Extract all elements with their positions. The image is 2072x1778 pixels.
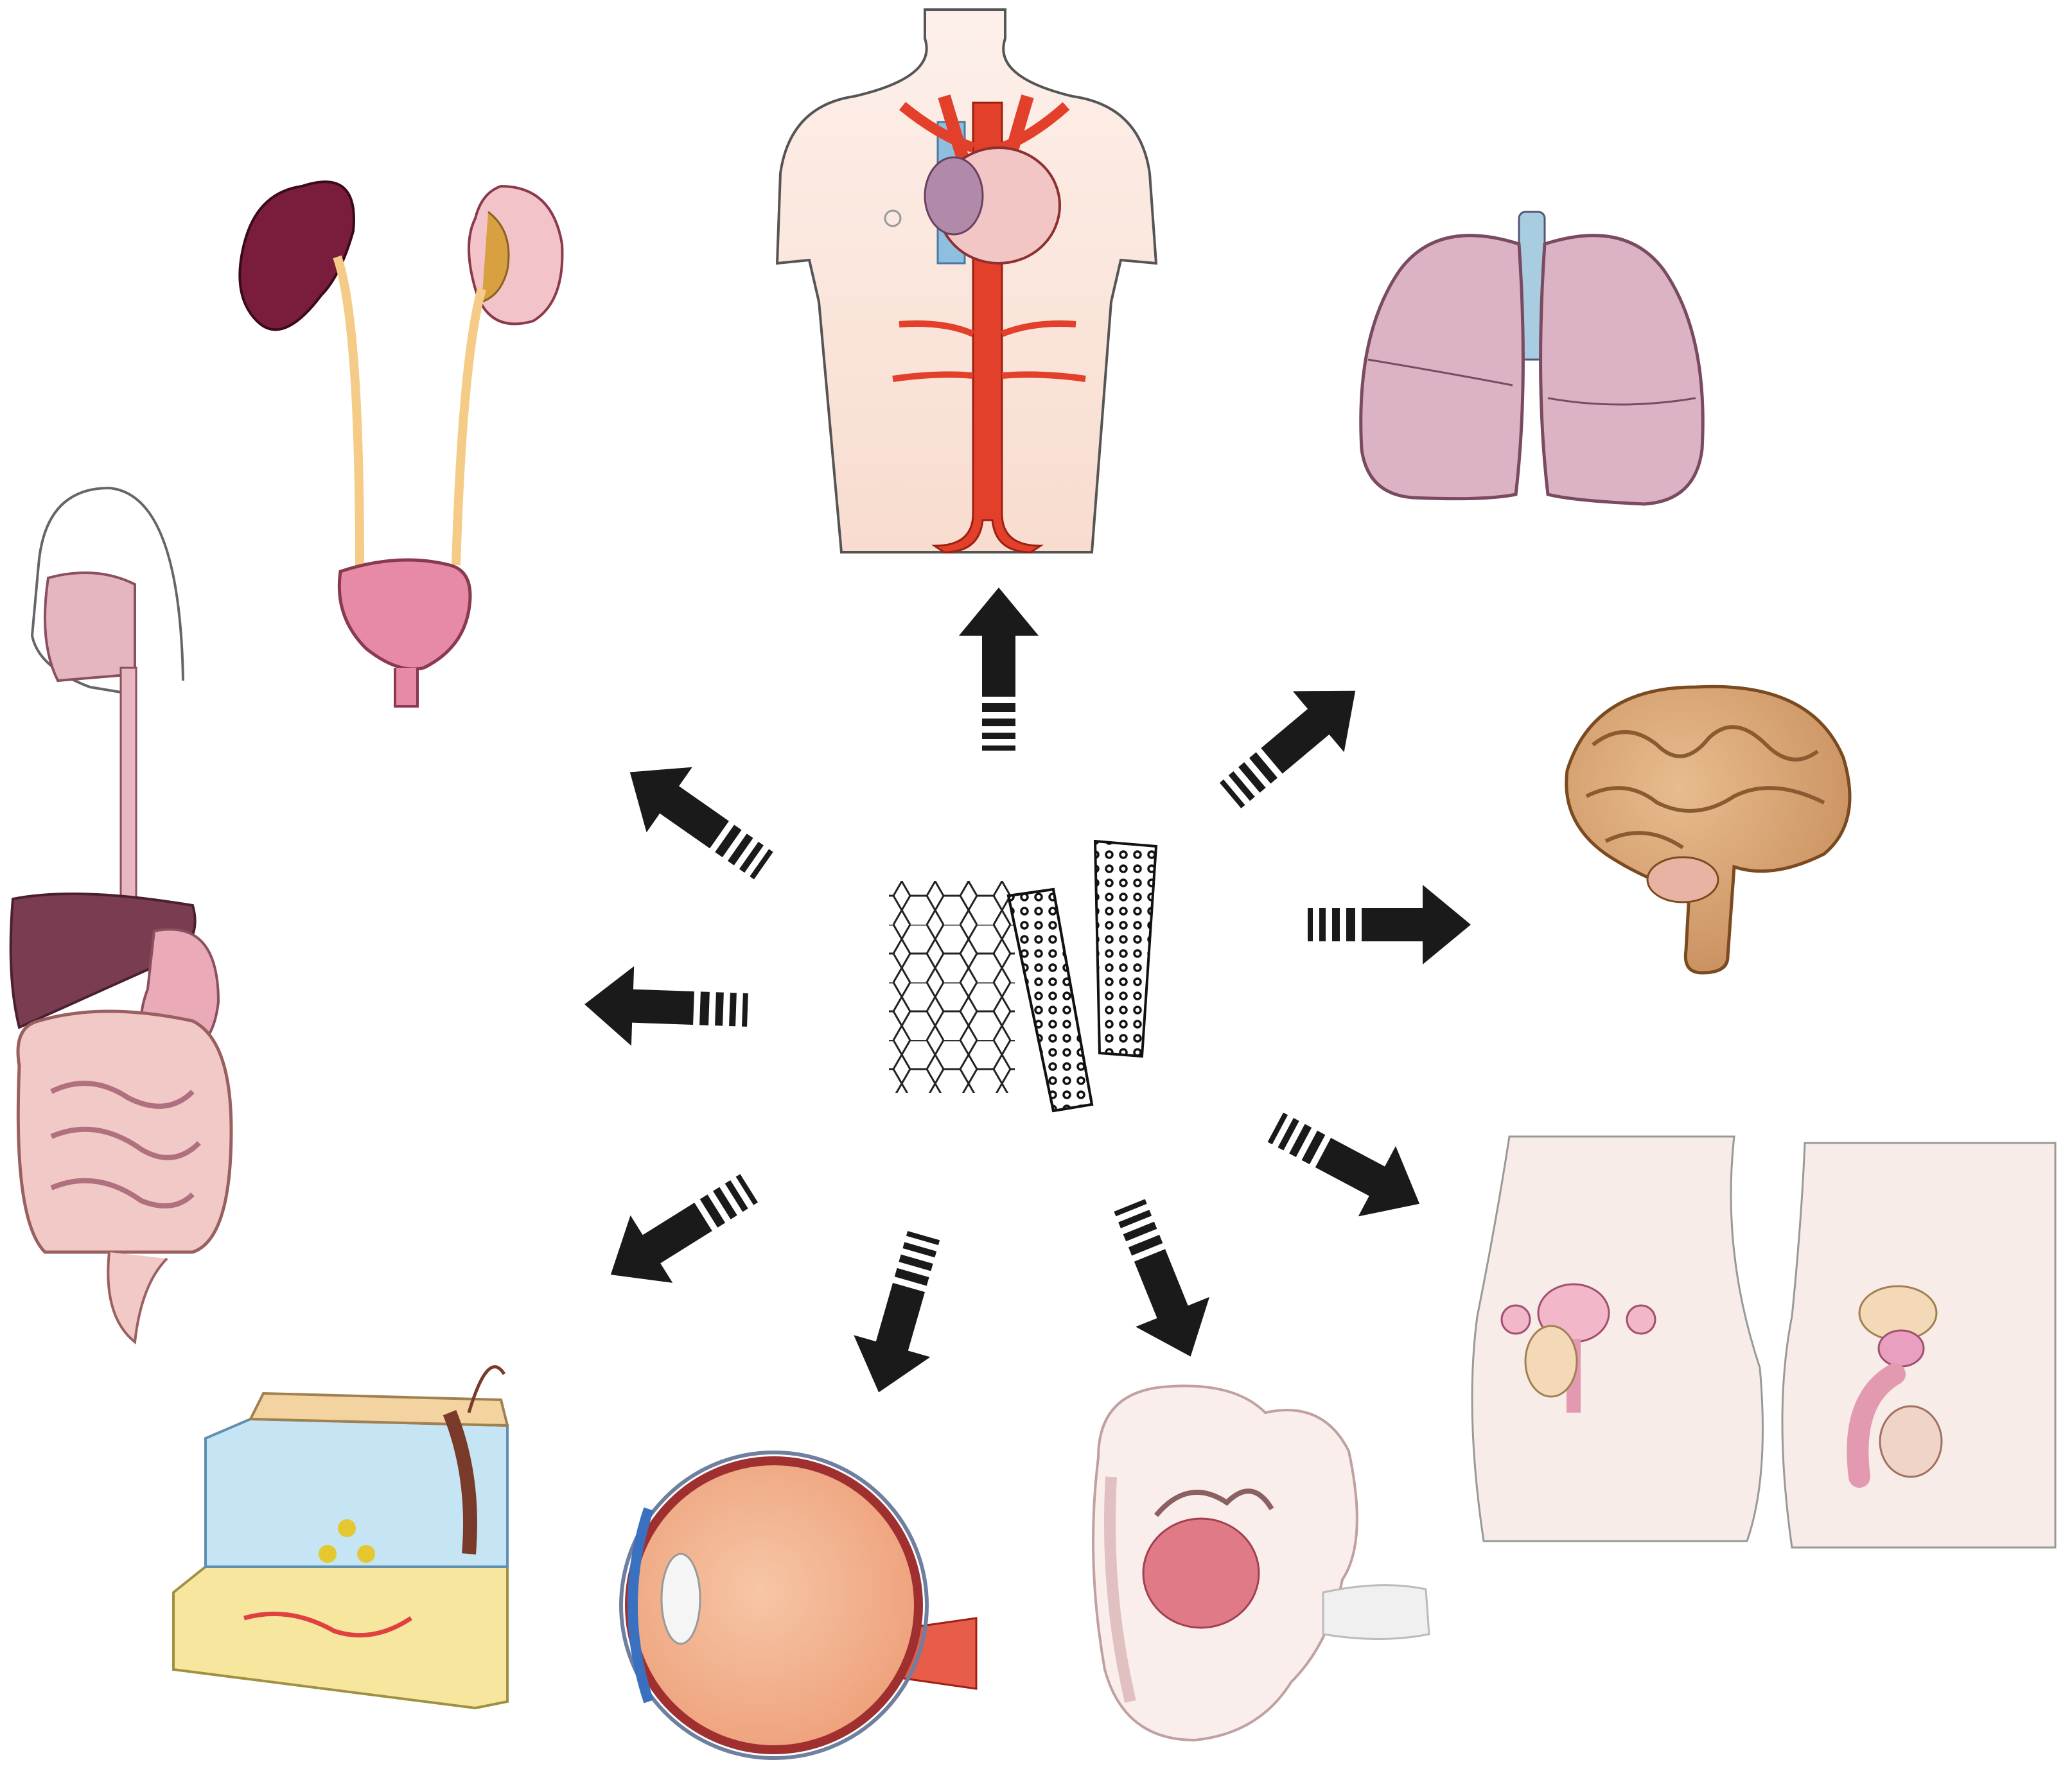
embryo-icon xyxy=(1092,1384,1430,1742)
skin-icon xyxy=(172,1365,509,1710)
arrow-to-skin xyxy=(589,1154,771,1309)
arrow-to-reproductive xyxy=(1256,1092,1439,1239)
arrow-to-lungs xyxy=(1204,660,1382,826)
arrow-to-heart xyxy=(959,588,1039,751)
arrow-to-digestive xyxy=(583,964,750,1050)
arrows xyxy=(583,588,1471,1404)
urinary-system-icon xyxy=(238,180,564,708)
arrow-to-urinary xyxy=(607,739,787,898)
reproductive-organs-icon xyxy=(1471,1135,2057,1549)
cardiovascular-system-icon xyxy=(775,8,1158,553)
digestive-system-icon xyxy=(9,486,233,1345)
arrow-to-brain xyxy=(1308,885,1471,964)
lungs-icon xyxy=(1359,211,1705,506)
brain-icon xyxy=(1565,684,1852,975)
arrow-to-eye xyxy=(840,1225,962,1404)
graphene-and-carbon-nanotubes-icon xyxy=(889,839,1158,1113)
arrow-to-embryo xyxy=(1093,1190,1228,1372)
eye-icon xyxy=(619,1451,978,1760)
